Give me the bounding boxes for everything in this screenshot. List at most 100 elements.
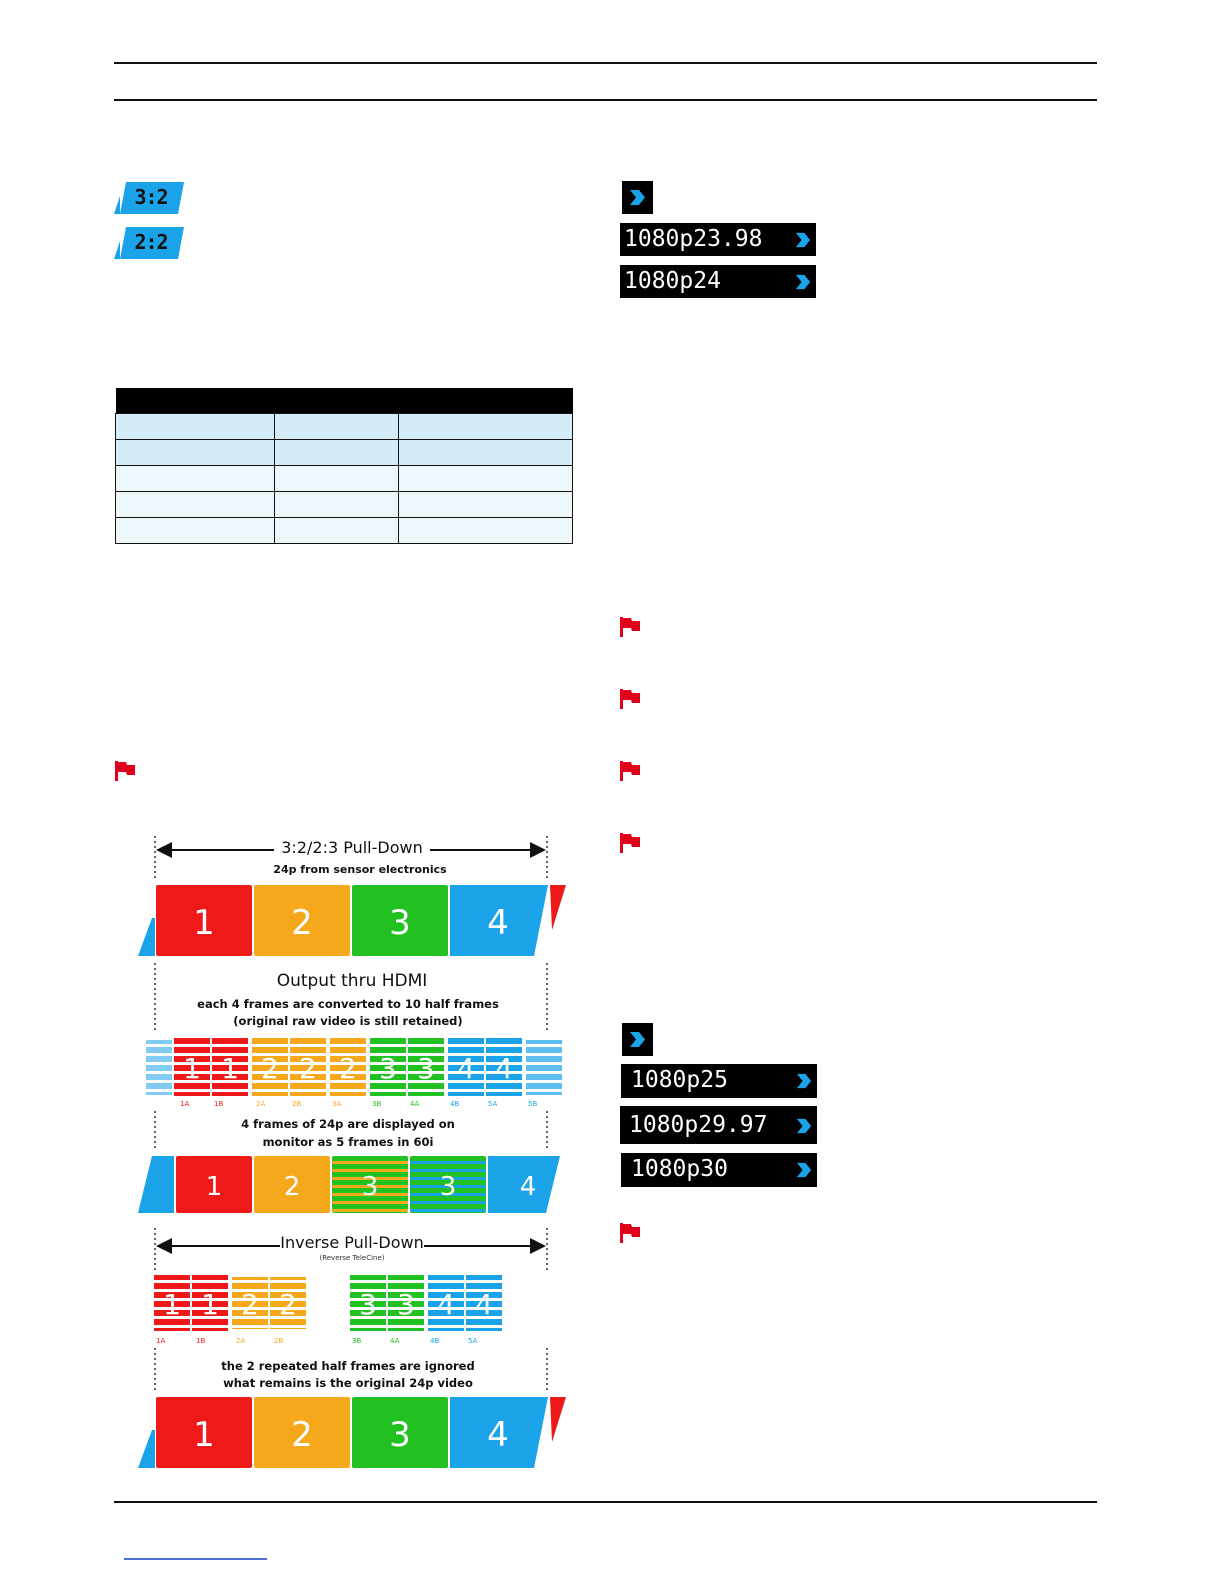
- inverse-arrow: [156, 1238, 546, 1254]
- inverse-frame-number: 2: [279, 1288, 297, 1321]
- half-frames: 1 1 2 2 2 3 3 4 4: [144, 1038, 564, 1096]
- resolution-option: 1080p30: [621, 1153, 817, 1187]
- inverse-frame-number: 2: [241, 1288, 259, 1321]
- table-header-row: [115, 388, 573, 414]
- half-frame-number: 4: [495, 1052, 513, 1085]
- pulldown-diagram: 3:2/2:3 Pull-Down 24p from sensor electr…: [138, 836, 566, 1468]
- inverse-label: 2B: [274, 1337, 283, 1345]
- frame-number: 1: [193, 1415, 215, 1455]
- half-frame-label: 1A: [180, 1100, 189, 1108]
- badge-2-2: 2:2: [114, 227, 184, 259]
- resolution-option: 1080p23.98: [620, 223, 816, 256]
- half-frame-label: 3B: [372, 1100, 381, 1108]
- inverse-frame-number: 3: [359, 1288, 377, 1321]
- display-frame-number: 1: [206, 1172, 223, 1202]
- chevron-right-icon: [622, 181, 653, 214]
- output-line-1: each 4 frames are converted to 10 half f…: [197, 997, 499, 1011]
- chevron-right-icon: [622, 1023, 653, 1056]
- sensor-subtitle: 24p from sensor electronics: [273, 863, 447, 876]
- chevron-right-icon: [796, 1162, 812, 1178]
- red-flag-icon: [620, 761, 640, 781]
- resolution-option: 1080p24: [620, 265, 816, 298]
- half-frame-labels: 1A 1B 2A 2B 3A 3B 4A 4B 5A 5B: [180, 1100, 537, 1108]
- half-frame-number: 2: [299, 1052, 317, 1085]
- frame-number: 2: [291, 1415, 313, 1455]
- display-line-1: 4 frames of 24p are displayed on: [241, 1117, 455, 1131]
- resolution-label: 1080p29.97: [629, 1112, 768, 1138]
- badge-3-2-shape: [114, 182, 184, 214]
- resolution-label: 1080p25: [631, 1067, 728, 1093]
- half-frame-number: 4: [457, 1052, 475, 1085]
- chevron-right-icon: [796, 1073, 812, 1089]
- display-frame-number: 3: [440, 1172, 457, 1202]
- footer-rule: [114, 1501, 1097, 1503]
- header-rule-top: [114, 62, 1097, 64]
- frame-number: 4: [487, 903, 509, 943]
- table-row: [115, 491, 573, 518]
- half-frame-number: 1: [183, 1052, 201, 1085]
- half-frame-label: 4A: [410, 1100, 419, 1108]
- frame-number: 2: [291, 903, 313, 943]
- red-flag-icon: [620, 617, 640, 637]
- red-flag-icon: [620, 1223, 640, 1243]
- sensor-frames: 1 2 3 4: [138, 885, 566, 956]
- inverse-frame-number: 4: [437, 1288, 455, 1321]
- monitor-frames: 1 2 3 3 4: [138, 1156, 560, 1213]
- restored-frames: 1 2 3 4: [138, 1397, 566, 1468]
- inverse-label: 1A: [156, 1337, 165, 1345]
- footer-link-underline[interactable]: [124, 1558, 267, 1560]
- inverse-label: 2A: [236, 1337, 245, 1345]
- inverse-label: 4B: [430, 1337, 439, 1345]
- half-frame-label: 1B: [214, 1100, 223, 1108]
- inverse-label: 3B: [352, 1337, 361, 1345]
- display-frame-number: 3: [362, 1172, 379, 1202]
- frame-number: 3: [389, 1415, 411, 1455]
- inverse-half-frames: 1 1 2 2 3 3 4 4: [152, 1275, 508, 1331]
- ignored-line-1: the 2 repeated half frames are ignored: [221, 1359, 474, 1373]
- half-frame-number: 2: [339, 1052, 357, 1085]
- half-frame-label: 5B: [528, 1100, 537, 1108]
- badge-2-2-label: 2:2: [134, 230, 168, 254]
- frame-number: 4: [487, 1415, 509, 1455]
- chevron-right-icon: [795, 232, 811, 248]
- chevron-right-icon: [796, 1118, 812, 1134]
- resolution-label: 1080p30: [631, 1156, 728, 1182]
- half-frame-number: 3: [417, 1052, 435, 1085]
- half-frame-number: 3: [379, 1052, 397, 1085]
- frame-number: 3: [389, 903, 411, 943]
- chevron-right-icon: [795, 274, 811, 290]
- red-flag-icon: [115, 761, 135, 781]
- half-frame-label: 2B: [292, 1100, 301, 1108]
- red-flag-icon: [620, 689, 640, 709]
- inverse-labels: 1A 1B 2A 2B 3B 4A 4B 5A: [156, 1337, 477, 1345]
- pulldown-arrow: [156, 842, 546, 858]
- resolution-label: 1080p23.98: [624, 226, 763, 252]
- inverse-label: 1B: [196, 1337, 205, 1345]
- inverse-label: 4A: [390, 1337, 399, 1345]
- display-frame-number: 4: [520, 1172, 537, 1202]
- inverse-label: 5A: [468, 1337, 477, 1345]
- half-frame-number: 2: [261, 1052, 279, 1085]
- badge-3-2: 3:2: [114, 182, 184, 214]
- display-frame-number: 2: [284, 1172, 301, 1202]
- badge-3-2-label: 3:2: [134, 185, 168, 209]
- resolution-option: 1080p25: [621, 1064, 817, 1098]
- badge-2-2-shape: [114, 227, 184, 259]
- inverse-frame-number: 1: [163, 1288, 181, 1321]
- half-frame-label: 2A: [256, 1100, 265, 1108]
- header-rule-bottom: [114, 99, 1097, 101]
- table-row: [115, 465, 573, 492]
- resolution-label: 1080p24: [624, 268, 721, 294]
- inverse-title: Inverse Pull-Down: [280, 1233, 424, 1252]
- half-frame-label: 3A: [332, 1100, 341, 1108]
- table-row: [115, 517, 573, 544]
- inverse-subtitle: (Reverse TeleCine): [319, 1254, 384, 1262]
- spec-table: [115, 388, 573, 544]
- guide-lines: [154, 836, 548, 1393]
- inverse-frame-number: 3: [397, 1288, 415, 1321]
- red-flag-icon: [620, 833, 640, 853]
- output-title: Output thru HDMI: [277, 971, 428, 991]
- inverse-frame-number: 1: [201, 1288, 219, 1321]
- half-frame-number: 1: [221, 1052, 239, 1085]
- pulldown-title: 3:2/2:3 Pull-Down: [281, 838, 422, 857]
